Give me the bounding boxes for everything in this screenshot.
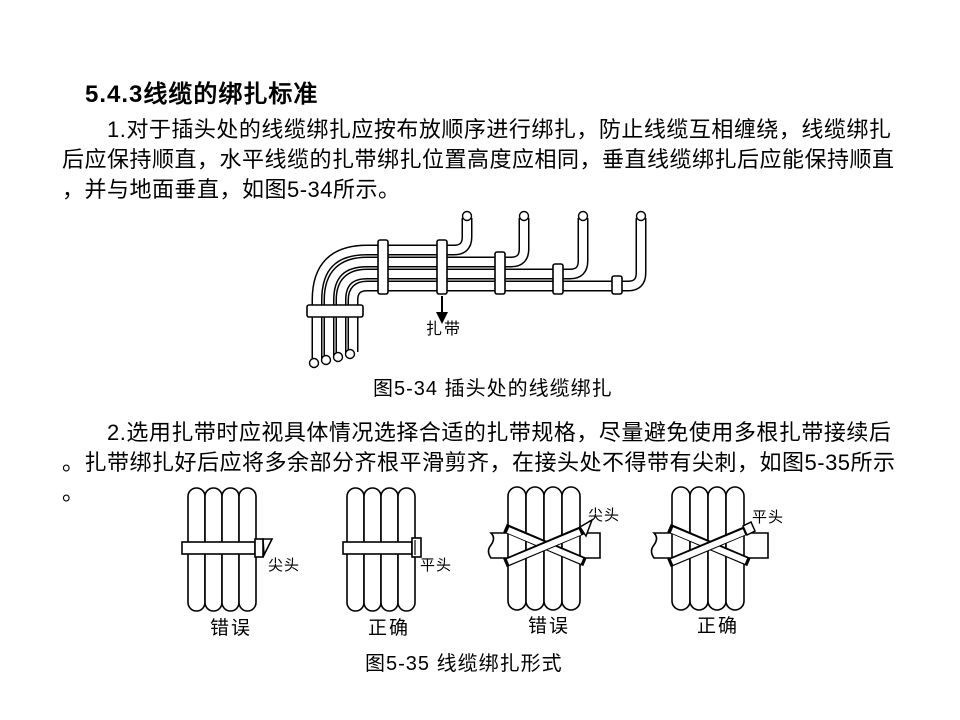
paragraph2-line: 2.选用扎带时应视具体情况选择合适的扎带规格，尽量避免使用多根扎带接续后 bbox=[62, 420, 892, 445]
cable-tie-bands bbox=[306, 239, 623, 318]
tie-band-label: 扎带 bbox=[426, 321, 463, 338]
paragraph1-line: ，并与地面垂直，如图5-34所示。 bbox=[62, 177, 401, 202]
diagram-straight-pointed bbox=[181, 487, 274, 612]
paragraph1-line: 1.对于插头处的线缆绑扎应按布放顺序进行绑扎，防止线缆互相缠绕，线缆绑扎 bbox=[62, 117, 892, 142]
cable-end-openings bbox=[308, 210, 647, 369]
verdict-label: 错误 bbox=[528, 616, 571, 637]
tie-head-label: 尖头 bbox=[588, 507, 621, 524]
figure-5-34-drawing bbox=[306, 210, 647, 369]
diagram-crossed-pointed bbox=[487, 486, 601, 611]
figure-5-35-drawing bbox=[181, 486, 769, 612]
paragraph2-line: 。 bbox=[62, 480, 85, 505]
diagram-crossed-flat bbox=[650, 486, 769, 611]
section-heading: 5.4.3线缆的绑扎标准 bbox=[85, 81, 319, 108]
tie-head-label: 尖头 bbox=[268, 557, 301, 574]
tie-head-label: 平头 bbox=[420, 557, 453, 574]
cable-bundle bbox=[311, 218, 647, 361]
verdict-label: 正确 bbox=[368, 618, 411, 639]
diagram-straight-flat bbox=[342, 487, 422, 612]
figure1-caption: 图5-34 插头处的线缆绑扎 bbox=[373, 378, 613, 400]
tie-head-label: 平头 bbox=[752, 509, 785, 526]
verdict-label: 错误 bbox=[210, 618, 253, 639]
verdict-label: 正确 bbox=[697, 616, 740, 637]
paragraph2-line: 。扎带绑扎好后应将多余部分齐根平滑剪齐，在接头处不得带有尖刺，如图5-35所示 bbox=[62, 450, 896, 475]
down-arrow-icon bbox=[436, 296, 448, 324]
paragraph1-line: 后应保持顺直，水平线缆的扎带绑扎位置高度应相同，垂直线缆绑扎后应能保持顺直 bbox=[62, 147, 895, 172]
figure2-caption: 图5-35 线缆绑扎形式 bbox=[365, 653, 563, 675]
